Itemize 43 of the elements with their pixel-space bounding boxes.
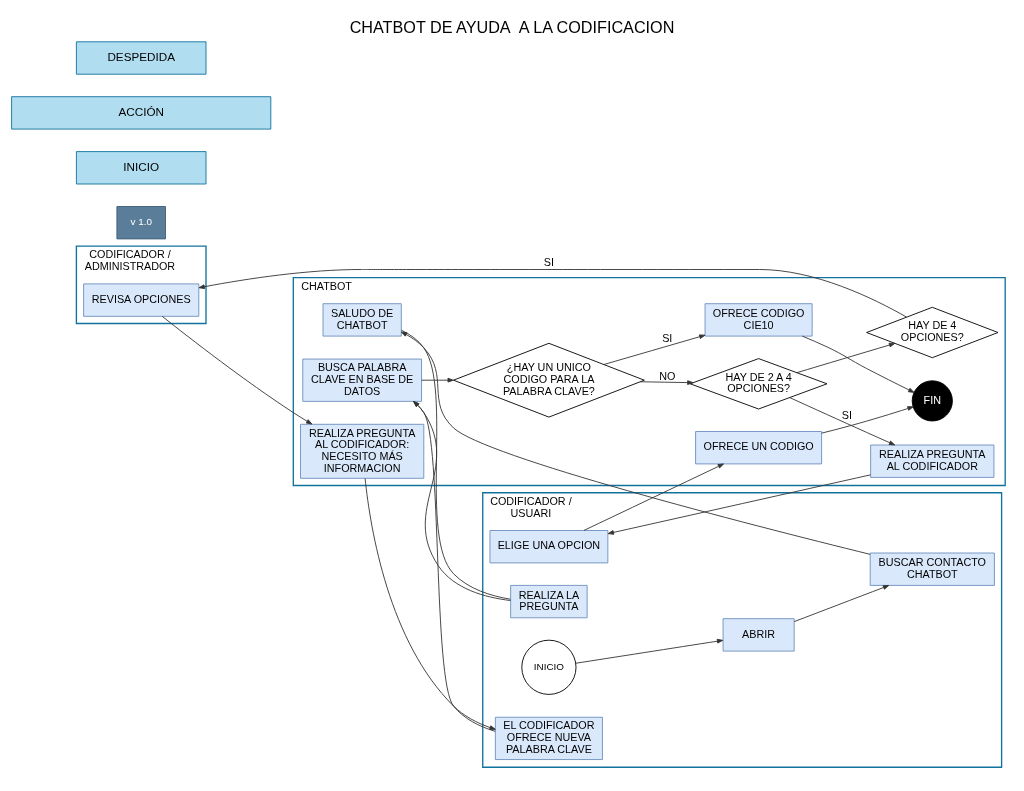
arrow (821, 406, 914, 434)
arrow (796, 342, 896, 374)
arrow (639, 380, 694, 385)
arrow (413, 401, 511, 601)
arrow (161, 315, 313, 425)
arrow (364, 477, 496, 730)
arrow (583, 463, 725, 531)
arrow (400, 331, 871, 555)
node-box: OFRECE UN CODIGO (695, 431, 823, 465)
node-box: OFRECE CODIGO CIE10 (704, 303, 813, 337)
node-circle: INICIO (521, 639, 577, 695)
node-box: ABRIR (722, 618, 795, 652)
node-box: REALIZA PREGUNTA AL CODIFICADOR (870, 444, 995, 478)
node-diamond: ¿HAY UN UNICO CODIGO PARA LA PALABRA CLAVE? (453, 342, 645, 418)
node-box: ELIGE UNA OPCION (489, 530, 609, 564)
arrow (789, 397, 896, 446)
node-box: REALIZA PREGUNTA AL CODIFICADOR: NECESITO MÁS INFORMACION (300, 423, 425, 479)
arrow (575, 638, 724, 664)
edge-label: SI (841, 409, 852, 422)
arrow (413, 401, 496, 732)
arrow (793, 585, 890, 623)
arrow (421, 377, 454, 383)
arrow (198, 269, 907, 318)
node-box: INICIO (75, 151, 207, 185)
node-diamond: HAY DE 4 OPCIONES? (866, 306, 999, 359)
node-box: REVISA OPCIONES (83, 283, 200, 317)
node-box: SALUDO DE CHATBOT (322, 303, 402, 337)
diagram-title: CHATBOT DE AYUDA A LA CODIFICACION (349, 18, 675, 37)
node-box: v 1.0 (116, 206, 166, 240)
node-box: ACCIÓN (11, 96, 272, 130)
edge-label: SI (662, 332, 673, 345)
node-box: BUSCA PALABRA CLAVE EN BASE DE DATOS (302, 358, 422, 402)
node-box: EL CODIFICADOR OFRECE NUEVA PALABRA CLAVE (494, 716, 603, 760)
arrow (603, 334, 706, 365)
node-box: REALIZA LA PREGUNTA (510, 584, 588, 619)
node-box: DESPEDIDA (75, 41, 207, 75)
node-box: BUSCAR CONTACTO CHATBOT (869, 552, 995, 586)
edge-label: SI (543, 256, 554, 269)
arrow (607, 474, 871, 535)
arrow (801, 335, 915, 393)
node-circle: FIN (911, 380, 953, 422)
connector (401, 329, 511, 600)
edge-label: NO (659, 369, 676, 382)
